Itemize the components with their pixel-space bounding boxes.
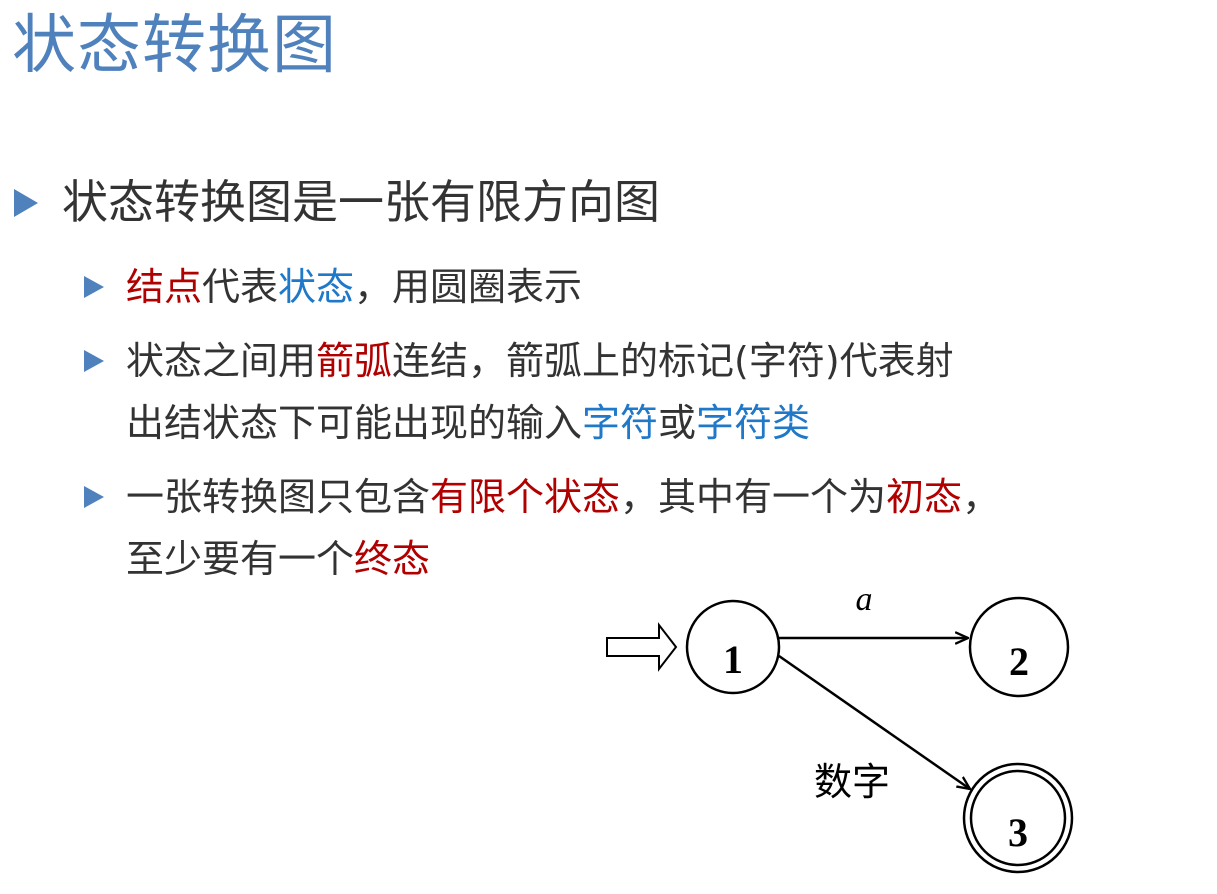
text-segment: ，其中有一个为 <box>620 475 887 519</box>
term-final-state: 终态 <box>354 537 431 581</box>
bullet-triangle-icon <box>84 350 104 372</box>
bullet-triangle-icon <box>84 486 104 508</box>
term-state: 状态 <box>278 265 355 309</box>
state-3-label: 3 <box>1008 810 1028 855</box>
text-segment: 出结状态下可能出现的输入 <box>126 401 583 445</box>
bullet-2: 结点代表状态，用圆圈表示 <box>84 256 582 318</box>
term-char: 字符 <box>582 401 659 445</box>
term-char-class: 字符类 <box>696 401 811 445</box>
term-finite-states: 有限个状态 <box>430 475 621 519</box>
text-segment: ，用圆圈表示 <box>354 265 583 309</box>
edge-1-3-label: 数字 <box>814 760 890 804</box>
bullet-triangle-icon <box>84 276 104 298</box>
bullet-triangle-icon <box>14 189 38 217</box>
bullet-text: 状态转换图是一张有限方向图 <box>62 175 660 229</box>
text-segment: 或 <box>658 401 697 445</box>
text-segment: 至少要有一个 <box>126 537 355 581</box>
term-node: 结点 <box>126 265 203 309</box>
text-segment: 代表 <box>202 265 279 309</box>
bullet-3: 状态之间用箭弧连结，箭弧上的标记(字符)代表射 出结状态下可能出现的输入字符或字… <box>84 330 954 454</box>
start-arrow-icon <box>606 622 678 672</box>
bullet-4: 一张转换图只包含有限个状态，其中有一个为初态， 至少要有一个终态 <box>84 466 1000 590</box>
state-3: 3 <box>962 762 1074 874</box>
edge-1-2-label: a <box>856 581 873 618</box>
state-1-label: 1 <box>723 637 743 682</box>
state-2: 2 <box>968 596 1070 698</box>
state-1: 1 <box>685 599 781 695</box>
edge-1-3 <box>778 654 970 789</box>
slide-title: 状态转换图 <box>12 9 337 83</box>
text-segment: 连结，箭弧上的标记(字符)代表射 <box>392 339 954 383</box>
text-segment: 状态之间用 <box>126 339 317 383</box>
text-segment: ， <box>962 475 1001 519</box>
text-segment: 一张转换图只包含 <box>126 475 431 519</box>
term-initial-state: 初态 <box>886 475 963 519</box>
bullet-1: 状态转换图是一张有限方向图 <box>14 172 660 232</box>
term-arc: 箭弧 <box>316 339 393 383</box>
state-2-label: 2 <box>1009 639 1029 684</box>
